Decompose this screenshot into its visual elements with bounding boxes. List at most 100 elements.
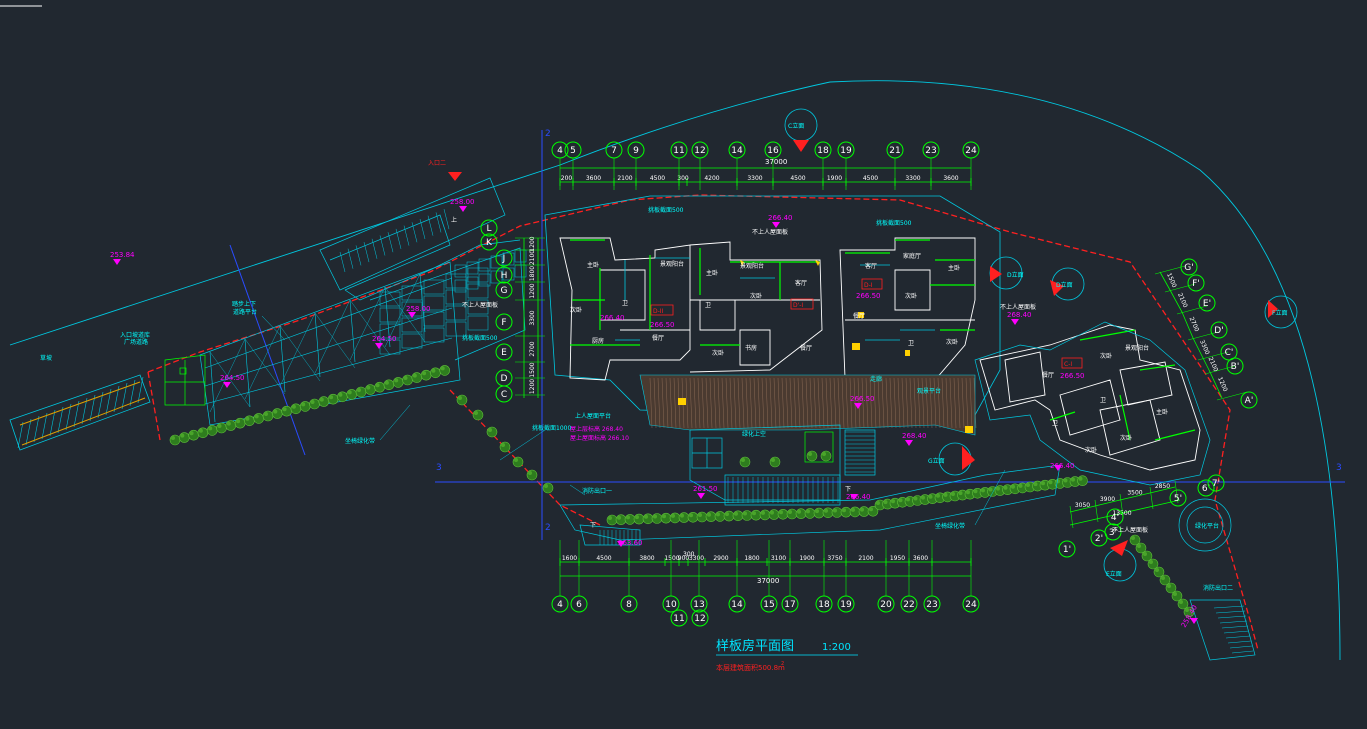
svg-text:不上人屋面板: 不上人屋面板 — [752, 228, 788, 236]
tree — [439, 365, 451, 376]
elevation-mark-g[interactable]: G立面 — [928, 442, 975, 476]
axis-left-4: G — [495, 281, 513, 299]
tree — [486, 426, 498, 438]
svg-text:坐椅绿化带: 坐椅绿化带 — [345, 437, 375, 445]
svg-text:21: 21 — [889, 146, 900, 156]
axis-bottom-14: 23 — [923, 595, 941, 613]
drawing-scale: 1:200 — [822, 642, 851, 653]
axis-bottom-2: 8 — [620, 595, 638, 613]
svg-text:主卧: 主卧 — [587, 261, 599, 269]
elevation-mark-d1[interactable]: D立面 — [989, 256, 1024, 290]
tree — [714, 511, 726, 522]
svg-text:6': 6' — [1202, 484, 1210, 494]
axis-right-lower-2: 3' — [1104, 523, 1122, 541]
axis-top-11: 23 — [922, 141, 940, 159]
dim-label: 1900 — [799, 555, 814, 562]
svg-text:B': B' — [1231, 362, 1240, 372]
svg-text:14: 14 — [731, 600, 743, 610]
elevation-mark-c[interactable]: C立面 — [784, 108, 818, 152]
svg-text:24: 24 — [965, 600, 977, 610]
terrace-deck — [639, 374, 977, 436]
axis-top-12: 24 — [962, 141, 980, 159]
tree — [750, 509, 762, 521]
dim-label: 1500 — [529, 362, 536, 377]
svg-text:5': 5' — [1174, 494, 1182, 504]
svg-text:23: 23 — [925, 146, 936, 156]
axis-bottom-5: 13 — [690, 595, 708, 613]
tree — [526, 469, 538, 481]
dim-label: 3600 — [943, 175, 958, 182]
room-labels: 主卧 次卧 卫 厨房 餐厅 景观阳台 主卧 卫 次卧 次卧 书房 客厅 餐厅 景… — [570, 252, 1168, 454]
svg-text:下: 下 — [590, 522, 596, 529]
tree — [1159, 574, 1171, 586]
dim-label: 4500 — [790, 175, 805, 182]
axis-right-5: B' — [1226, 357, 1244, 375]
elevation-mark-d2[interactable]: D立面 — [1050, 267, 1085, 301]
tree — [402, 374, 413, 386]
axis-bottom-4: 11 — [670, 609, 688, 627]
axis-top-9: 19 — [837, 141, 855, 159]
elev-261: 261.50 — [693, 485, 718, 499]
central-stair — [689, 424, 876, 506]
svg-text:次卧: 次卧 — [712, 349, 724, 357]
elev-266e: 266.40 — [1050, 462, 1075, 471]
tree — [732, 510, 744, 522]
dim-bottom-total: 37000 — [757, 577, 779, 585]
dim-label: 3300 — [1198, 339, 1211, 356]
svg-text:C立面: C立面 — [788, 122, 804, 130]
elevation-mark-e[interactable]: E立面 — [1103, 540, 1137, 582]
svg-text:6: 6 — [576, 600, 582, 610]
svg-text:挑板截面500: 挑板截面500 — [462, 334, 498, 342]
site-boundary-arc — [9, 80, 1341, 661]
axis-right-6: A' — [1240, 391, 1258, 409]
svg-text:C-I: C-I — [1064, 361, 1072, 368]
tree — [1165, 582, 1177, 594]
svg-text:景观阳台: 景观阳台 — [660, 260, 684, 268]
svg-text:15: 15 — [763, 600, 774, 610]
svg-text:客厅: 客厅 — [865, 262, 877, 270]
svg-text:次卧: 次卧 — [570, 306, 582, 314]
site-labels: 草坡 入口坡道库 广场道路 踏步上下 道路平台 坐椅绿化带 坐椅绿化带 消防出口… — [40, 206, 1233, 592]
dim-label: 1950 — [890, 555, 905, 562]
tree — [355, 386, 367, 398]
svg-text:266.50: 266.50 — [1060, 372, 1085, 380]
tree — [411, 372, 423, 383]
axis-top-1: 5 — [564, 141, 582, 159]
dim-label: 1800 — [744, 555, 759, 562]
dim-label: 2100 — [1207, 356, 1220, 373]
tree — [769, 456, 781, 468]
axis-left-8: C — [495, 385, 513, 403]
axis-left-7: D — [495, 369, 513, 387]
unit-tag-4: C-I — [1061, 357, 1083, 369]
svg-text:266.50: 266.50 — [856, 292, 881, 300]
tree — [669, 512, 681, 524]
svg-text:4: 4 — [557, 146, 563, 156]
svg-text:厨房: 厨房 — [592, 337, 604, 345]
axis-left-0: L — [480, 219, 498, 237]
svg-text:266.50: 266.50 — [650, 321, 675, 329]
svg-text:22: 22 — [903, 600, 914, 610]
svg-text:4': 4' — [1111, 513, 1119, 523]
dim-label: 300 — [677, 175, 689, 182]
svg-text:19: 19 — [840, 600, 852, 610]
tree — [234, 417, 246, 429]
svg-text:绿化平台: 绿化平台 — [1195, 522, 1219, 530]
elev-266h: 266.40 — [600, 314, 625, 322]
dim-label: 3050 — [1075, 502, 1090, 509]
elevation-mark-f[interactable]: F立面 — [1264, 295, 1298, 329]
svg-text:18: 18 — [818, 600, 830, 610]
label-entrance2: 入口二 — [428, 160, 446, 167]
axis-right-2: E' — [1198, 294, 1216, 312]
dim-label: 1200 — [529, 236, 536, 251]
plaza-grid — [164, 261, 461, 426]
tree — [1129, 534, 1141, 546]
axis-right-lower-3: 4' — [1106, 508, 1124, 526]
lower-terrace — [559, 464, 1061, 546]
unit-tag-1: D-II — [650, 304, 674, 316]
dim-label: 3300 — [905, 175, 920, 182]
svg-text:3': 3' — [1109, 528, 1117, 538]
